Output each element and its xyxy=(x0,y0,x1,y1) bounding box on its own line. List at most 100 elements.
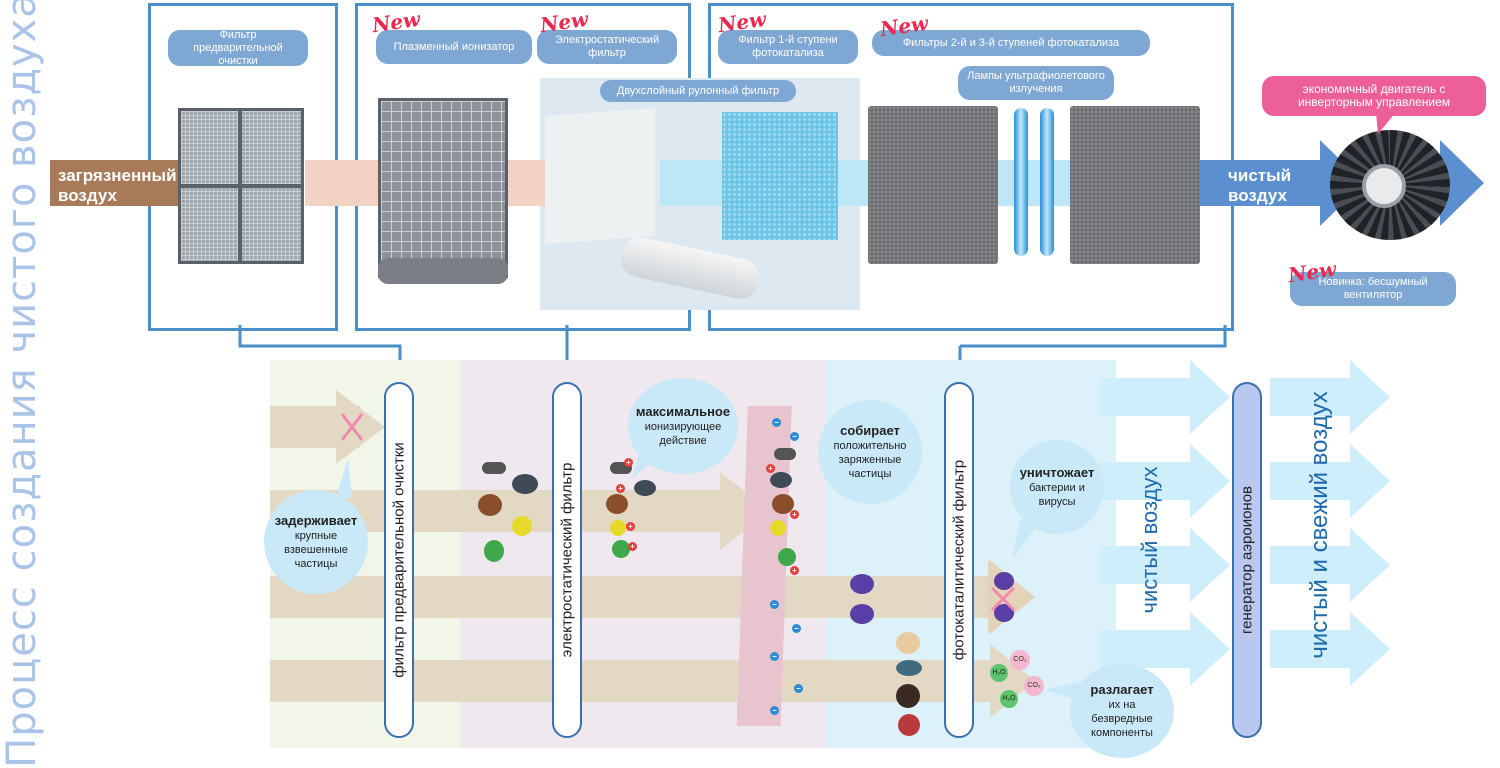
virus-icon xyxy=(850,574,874,594)
bubble-retain-tail xyxy=(336,458,352,498)
bubble-ionize-tail xyxy=(632,450,658,478)
ion-generator-pill-text: генератор аэроионов xyxy=(1238,485,1256,635)
clean-lane-1 xyxy=(1100,360,1230,434)
label-inverter-motor: экономичный двигатель с инверторным упра… xyxy=(1262,76,1486,116)
label-photocat-stage23: Фильтры 2-й и 3-й ступеней фотокатализа xyxy=(872,30,1150,56)
lane-1-head xyxy=(336,390,385,464)
fresh-lane-2 xyxy=(1270,444,1390,518)
positive-ion-icon: + xyxy=(790,566,799,575)
fresh-lane-4 xyxy=(1270,612,1390,686)
fresh-air-vertical: чистый и свежий воздух xyxy=(1306,391,1333,659)
bubble-destroy-tail xyxy=(1012,520,1038,560)
bubble-collect: собирает положительно заряженные частицы xyxy=(818,400,922,504)
co2-label: CO₂ xyxy=(1027,682,1041,689)
pollen-icon xyxy=(512,516,532,536)
photocatalytic-pill-text: фотокаталитический фильтр xyxy=(950,459,968,661)
electrostatic-pill-text: электростатический фильтр xyxy=(558,462,576,658)
collected-dust-icon xyxy=(774,448,796,460)
charged-bacterium-icon xyxy=(634,480,656,496)
label-silent-fan: Новинка: бесшумный вентилятор xyxy=(1290,272,1456,306)
virus-icon xyxy=(850,604,874,624)
label-photocat-stage1: Фильтр 1-й ступени фотокатализа xyxy=(718,30,858,64)
bubble-ionize-text: ионизирующее действие xyxy=(644,421,722,447)
positive-ion-icon: + xyxy=(790,510,799,519)
dirty-air-label: загрязненный воздух xyxy=(58,166,177,205)
destroyed-x-mark xyxy=(990,586,1016,612)
h2o-molecule: H₂O xyxy=(990,664,1008,682)
negative-ion-icon: − xyxy=(770,652,779,661)
dust-particle-icon xyxy=(482,462,506,474)
electrostatic-pill: электростатический фильтр xyxy=(552,382,582,738)
charged-spore-icon xyxy=(612,540,630,558)
clean-air-vertical: чистый воздух xyxy=(1137,466,1162,614)
fresh-lane-1 xyxy=(1270,360,1390,434)
bubble-decompose-bold: разлагает xyxy=(1090,682,1154,697)
smoke-particle-icon xyxy=(896,684,920,708)
negative-ion-icon: − xyxy=(770,706,779,715)
positive-ion-icon: + xyxy=(624,458,633,467)
prefilter-pill: фильтр предварительной очистки xyxy=(384,382,414,738)
photocat3-filter xyxy=(1070,106,1200,264)
collected-bacterium-icon xyxy=(770,472,792,488)
fan-hub xyxy=(1362,164,1406,208)
prefilter-pill-text: фильтр предварительной очистки xyxy=(390,442,408,678)
blocked-x-mark xyxy=(340,413,364,441)
motor-callout-tail xyxy=(1376,112,1396,134)
collected-mite-icon xyxy=(772,494,794,514)
co2-molecule: CO₂ xyxy=(1010,650,1030,670)
mold-spore-icon xyxy=(484,540,504,562)
photocat2-filter xyxy=(868,106,998,264)
mite-icon xyxy=(478,494,502,516)
prefilter-cross-h xyxy=(178,184,304,188)
bubble-collect-text: положительно заряженные частицы xyxy=(833,440,907,480)
label-double-layer-filter: Двухслойный рулонный фильтр xyxy=(600,80,796,102)
positive-ion-icon: + xyxy=(628,542,637,551)
label-uv-lamps: Лампы ультрафиолетового излучения xyxy=(958,66,1114,100)
label-electrostatic-filter: Электростатический фильтр xyxy=(537,30,677,64)
label-prefilter: Фильтр предварительной очистки xyxy=(168,29,308,67)
negative-ion-icon: − xyxy=(772,418,781,427)
bubble-destroy-bold: уничтожает xyxy=(1019,465,1095,480)
clean-air-arrow xyxy=(1200,140,1364,226)
chemical-icon xyxy=(898,714,920,736)
virus-icon xyxy=(994,572,1014,590)
collected-spore-icon xyxy=(778,548,796,566)
fresh-lane-3 xyxy=(1270,528,1390,602)
positive-ion-icon: + xyxy=(626,522,635,531)
positive-ion-icon: + xyxy=(616,484,625,493)
virus-icon xyxy=(994,604,1014,622)
bubble-decompose: разлагает их на безвредные компоненты xyxy=(1070,664,1174,758)
lane-4 xyxy=(270,660,990,702)
negative-ion-icon: − xyxy=(790,432,799,441)
collected-pollen-icon xyxy=(770,520,786,536)
clean-lane-2 xyxy=(1100,444,1230,518)
negative-ion-icon: − xyxy=(770,600,779,609)
label-plasma-ionizer: Плазменный ионизатор xyxy=(376,30,532,64)
clean-lane-3 xyxy=(1100,528,1230,602)
uv-lamp-1 xyxy=(1014,108,1028,256)
co2-label: CO₂ xyxy=(1013,656,1027,663)
bubble-destroy-text: бактерии и вирусы xyxy=(1029,482,1085,508)
positive-ion-icon: + xyxy=(766,464,775,473)
photocat1-filter-sheet xyxy=(722,112,838,240)
bubble-decompose-text: их на безвредные компоненты xyxy=(1091,699,1153,739)
lane-3 xyxy=(270,576,990,618)
cat-allergen-icon xyxy=(896,632,920,654)
uv-lamp-2 xyxy=(1040,108,1054,256)
co2-molecule: CO₂ xyxy=(1024,676,1044,696)
bubble-collect-bold: собирает xyxy=(840,423,900,438)
plasma-ionizer-roller xyxy=(378,258,508,284)
bubble-retain-text: крупные взвешенные частицы xyxy=(284,530,348,570)
negative-ion-icon: − xyxy=(794,684,803,693)
plasma-ionizer-image xyxy=(378,98,508,278)
h2o-label: H₂O xyxy=(1002,695,1016,702)
bubble-retain-bold: задерживает xyxy=(274,513,358,528)
negative-ion-icon: − xyxy=(792,624,801,633)
charged-pollen-icon xyxy=(610,520,626,536)
bubble-destroy: уничтожает бактерии и вирусы xyxy=(1010,440,1104,534)
bubble-retain: задерживает крупные взвешенные частицы xyxy=(264,490,368,594)
clean-air-label: чистый воздух xyxy=(1228,166,1292,205)
h2o-molecule: H₂O xyxy=(1000,690,1018,708)
bubble-ionize: максимальное ионизирующее действие xyxy=(628,378,738,474)
